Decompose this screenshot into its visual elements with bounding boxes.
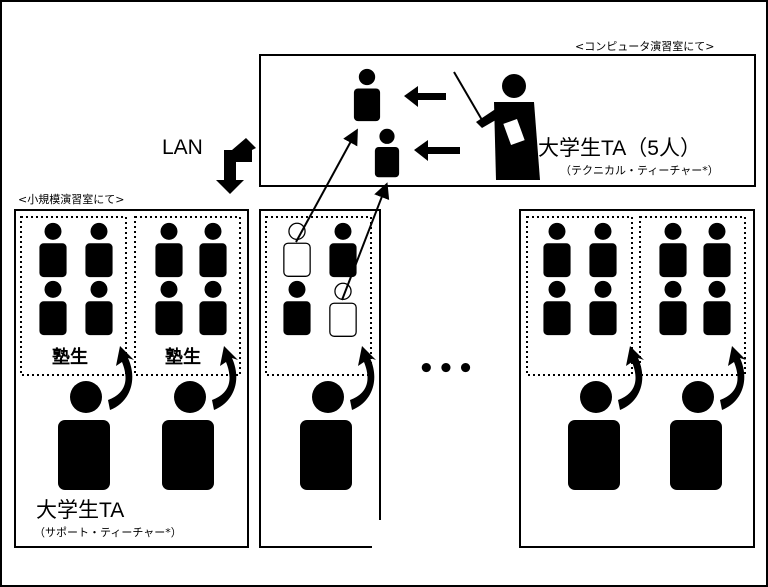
person-icon: [354, 69, 380, 121]
lan-arrow-icon: [216, 138, 256, 194]
person-icon: [589, 223, 616, 277]
person-icon: [543, 223, 570, 277]
person-icon: [199, 223, 226, 277]
person-icon: [589, 281, 616, 335]
person-icon: [58, 381, 110, 490]
students: [39, 223, 730, 336]
person-icon: [39, 281, 66, 335]
person-icon: [659, 223, 686, 277]
teacher-icon: [454, 72, 540, 180]
person-icon: [155, 281, 182, 335]
arrow-icon: [404, 86, 446, 107]
student-group-5: [640, 217, 745, 375]
person-icon: [39, 223, 66, 277]
student-label-1: 塾生: [52, 343, 88, 369]
person-icon: [85, 223, 112, 277]
arrow-icon: [414, 140, 460, 161]
small-room-box-2: [260, 210, 380, 547]
ta-technical-sub: （テクニカル・ティーチャー*）: [560, 162, 719, 178]
lan-label: LAN: [162, 136, 203, 160]
person-icon: [155, 223, 182, 277]
student-group-3: [266, 217, 371, 375]
arrow-icon: [212, 346, 238, 410]
computer-room-people: [354, 69, 540, 180]
person-icon: [329, 223, 356, 277]
person-icon: [703, 223, 730, 277]
computer-room-arrows: [404, 86, 460, 161]
person-icon: [670, 381, 722, 490]
person-icon: [659, 281, 686, 335]
student-group-4: [527, 217, 632, 375]
small-room-label: <小規模演習室にて>: [18, 191, 124, 207]
student-label-2: 塾生: [165, 343, 201, 369]
person-icon: [199, 281, 226, 335]
person-icon: [85, 281, 112, 335]
person-icon: [330, 283, 356, 336]
ta-support-sub: （サポート・ティーチャー*）: [34, 524, 182, 540]
person-icon: [568, 381, 620, 490]
person-icon: [284, 223, 310, 276]
ta-technical-label: 大学生TA（5人）: [538, 132, 701, 162]
arrow-icon: [618, 346, 644, 410]
person-icon: [703, 281, 730, 335]
ta-support-label: 大学生TA: [36, 494, 124, 524]
person-icon: [162, 381, 214, 490]
arrow-icon: [350, 346, 376, 410]
arrow-icon: [720, 346, 746, 410]
person-icon: [543, 281, 570, 335]
arrow-icon: [108, 346, 134, 410]
computer-room-label: <コンピュータ演習室にて>: [575, 38, 714, 54]
person-icon: [375, 129, 399, 177]
person-icon: [300, 381, 352, 490]
ellipsis: •••: [418, 354, 477, 384]
person-icon: [283, 281, 310, 335]
support-tas: [58, 381, 722, 490]
